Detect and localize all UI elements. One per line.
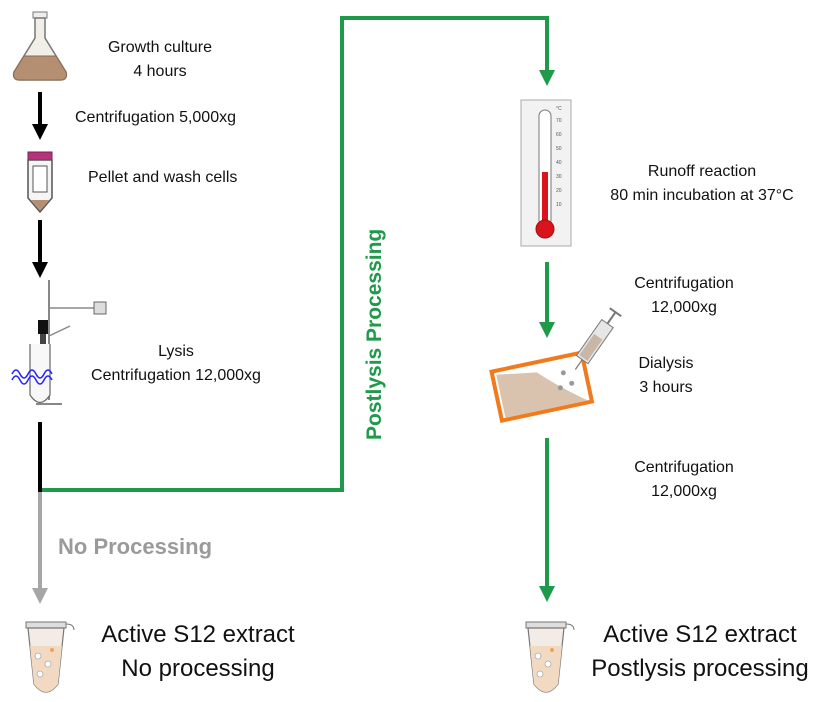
thermometer-tick: 70: [556, 118, 562, 124]
culture-flask-icon: [12, 11, 68, 81]
step-centrifugation-2-line1: Centrifugation: [634, 275, 734, 292]
step-centrifugation-3-line2: 12,000xg: [651, 483, 717, 500]
result-right-line1: Active S12 extract: [603, 621, 797, 648]
step-growth-line2: 4 hours: [133, 63, 186, 80]
step-centrifugation-2-line2: 12,000xg: [651, 299, 717, 316]
step-growth-line1: Growth culture: [108, 39, 212, 56]
thermometer-tick: 50: [556, 146, 562, 152]
step-centrifugation-1: Centrifugation 5,000xg: [75, 109, 236, 126]
step-lysis-line2: Centrifugation 12,000xg: [91, 367, 261, 384]
step-centrifugation-3-line1: Centrifugation: [634, 459, 734, 476]
thermometer-tick: 60: [556, 132, 562, 138]
step-pellet: Pellet and wash cells: [88, 169, 237, 186]
syringe-icon: [574, 307, 622, 370]
thermometer-tick: 40: [556, 160, 562, 166]
dialysis-cassette-icon: [489, 350, 595, 423]
eppendorf-tube-icon: [525, 621, 575, 693]
result-left-line2: No processing: [121, 655, 274, 682]
step-dialysis-line2: 3 hours: [639, 379, 692, 396]
step-dialysis-line1: Dialysis: [638, 355, 693, 372]
eppendorf-tube-icon: [25, 621, 75, 693]
label-no-processing: No Processing: [58, 534, 212, 559]
sonicator-icon: [11, 280, 107, 405]
thermometer-icon: °C 70 60 50 40 30 20 10: [520, 99, 572, 247]
postlysis-path: [42, 16, 555, 492]
thermometer-tick: 10: [556, 202, 562, 208]
thermometer-tick: 20: [556, 188, 562, 194]
thermometer-unit: °C: [556, 106, 562, 112]
label-postlysis-processing: Postlysis Processing: [363, 229, 386, 440]
step-lysis-line1: Lysis: [158, 343, 194, 360]
result-right-line2: Postlysis processing: [591, 655, 808, 682]
step-runoff-line2: 80 min incubation at 37°C: [610, 187, 793, 204]
thermometer-tick: 30: [556, 174, 562, 180]
step-runoff-line1: Runoff reaction: [648, 163, 756, 180]
centrifuge-tube-icon: [27, 151, 53, 214]
result-left-line1: Active S12 extract: [101, 621, 295, 648]
